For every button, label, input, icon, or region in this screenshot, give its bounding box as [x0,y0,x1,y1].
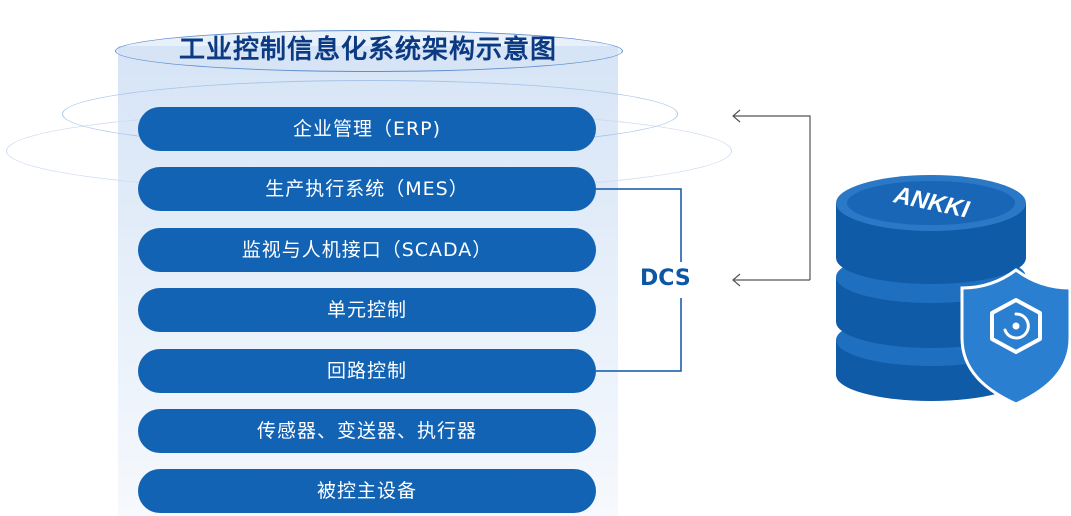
dcs-bracket-top [596,188,682,262]
arrow-left-icon [732,273,741,287]
layer-erp: 企业管理（ERP) [138,107,596,151]
layer-mes: 生产执行系统（MES） [138,167,596,211]
database-icon: ANKKI [836,175,1026,401]
arrow-left-icon [732,109,741,123]
layer-unit-control: 单元控制 [138,288,596,332]
dcs-bracket-bottom [596,298,682,372]
shield-icon [960,268,1071,406]
layer-sensors: 传感器、变送器、执行器 [138,409,596,453]
connector-to-erp [733,115,811,280]
layer-scada: 监视与人机接口（SCADA） [138,228,596,272]
layer-loop-control: 回路控制 [138,349,596,393]
diagram-title: 工业控制信息化系统架构示意图 [178,35,557,65]
layer-controlled-equipment: 被控主设备 [138,469,596,513]
dcs-label: DCS [640,266,691,291]
title-ellipse [115,30,623,72]
